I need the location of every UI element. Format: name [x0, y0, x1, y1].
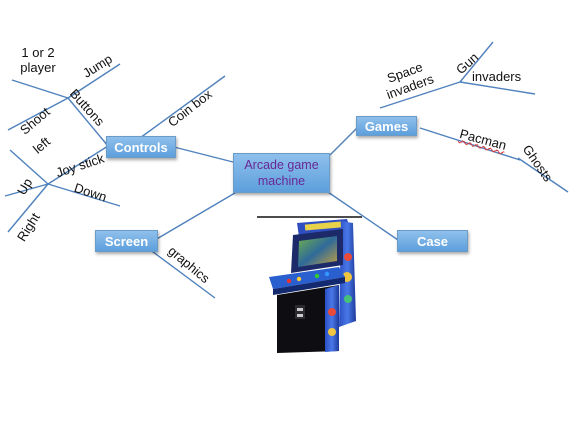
line-space-invaders: [459, 81, 536, 95]
line-center-case: [324, 189, 399, 241]
center-label: Arcade game machine: [244, 158, 319, 188]
line-buttons-1or2: [11, 79, 69, 99]
label-invaders: invaders: [472, 69, 522, 84]
line-center-controls: [169, 145, 234, 163]
line-center-games: [329, 127, 358, 156]
controls-node: Controls: [106, 136, 176, 158]
line-space-gun: [459, 41, 494, 83]
case-node: Case: [397, 230, 468, 252]
line-center-screen: [154, 189, 241, 241]
line-buttons-jump: [67, 63, 121, 99]
line-games-pacman: [419, 127, 521, 161]
case-label: Case: [416, 233, 449, 249]
games-node: Games: [356, 116, 417, 136]
label-1or2-player: 1 or 2 player: [20, 45, 56, 75]
screen-node: Screen: [95, 230, 158, 252]
screen-label: Screen: [104, 233, 149, 249]
line-controls-joystick: [47, 145, 109, 185]
line-controls-coinbox: [139, 75, 226, 139]
line-games-space: [379, 81, 461, 109]
line-joystick-right: [7, 183, 49, 233]
line-joystick-up: [4, 183, 49, 197]
marquee-text-strip: [304, 221, 342, 231]
line-screen-graphics: [144, 245, 216, 299]
center-node: Arcade game machine: [233, 153, 330, 193]
line-controls-buttons: [67, 97, 109, 147]
arcade-cabinet-illustration: [269, 219, 356, 353]
games-label: Games: [364, 118, 409, 134]
cabinet-lower-body: [277, 285, 339, 353]
line-pacman-ghosts: [517, 157, 569, 193]
controls-label: Controls: [114, 139, 168, 155]
line-joystick-left: [9, 149, 49, 185]
line-joystick-down: [47, 183, 121, 207]
cabinet-screen: [298, 236, 337, 267]
line-buttons-shoot: [7, 97, 69, 131]
